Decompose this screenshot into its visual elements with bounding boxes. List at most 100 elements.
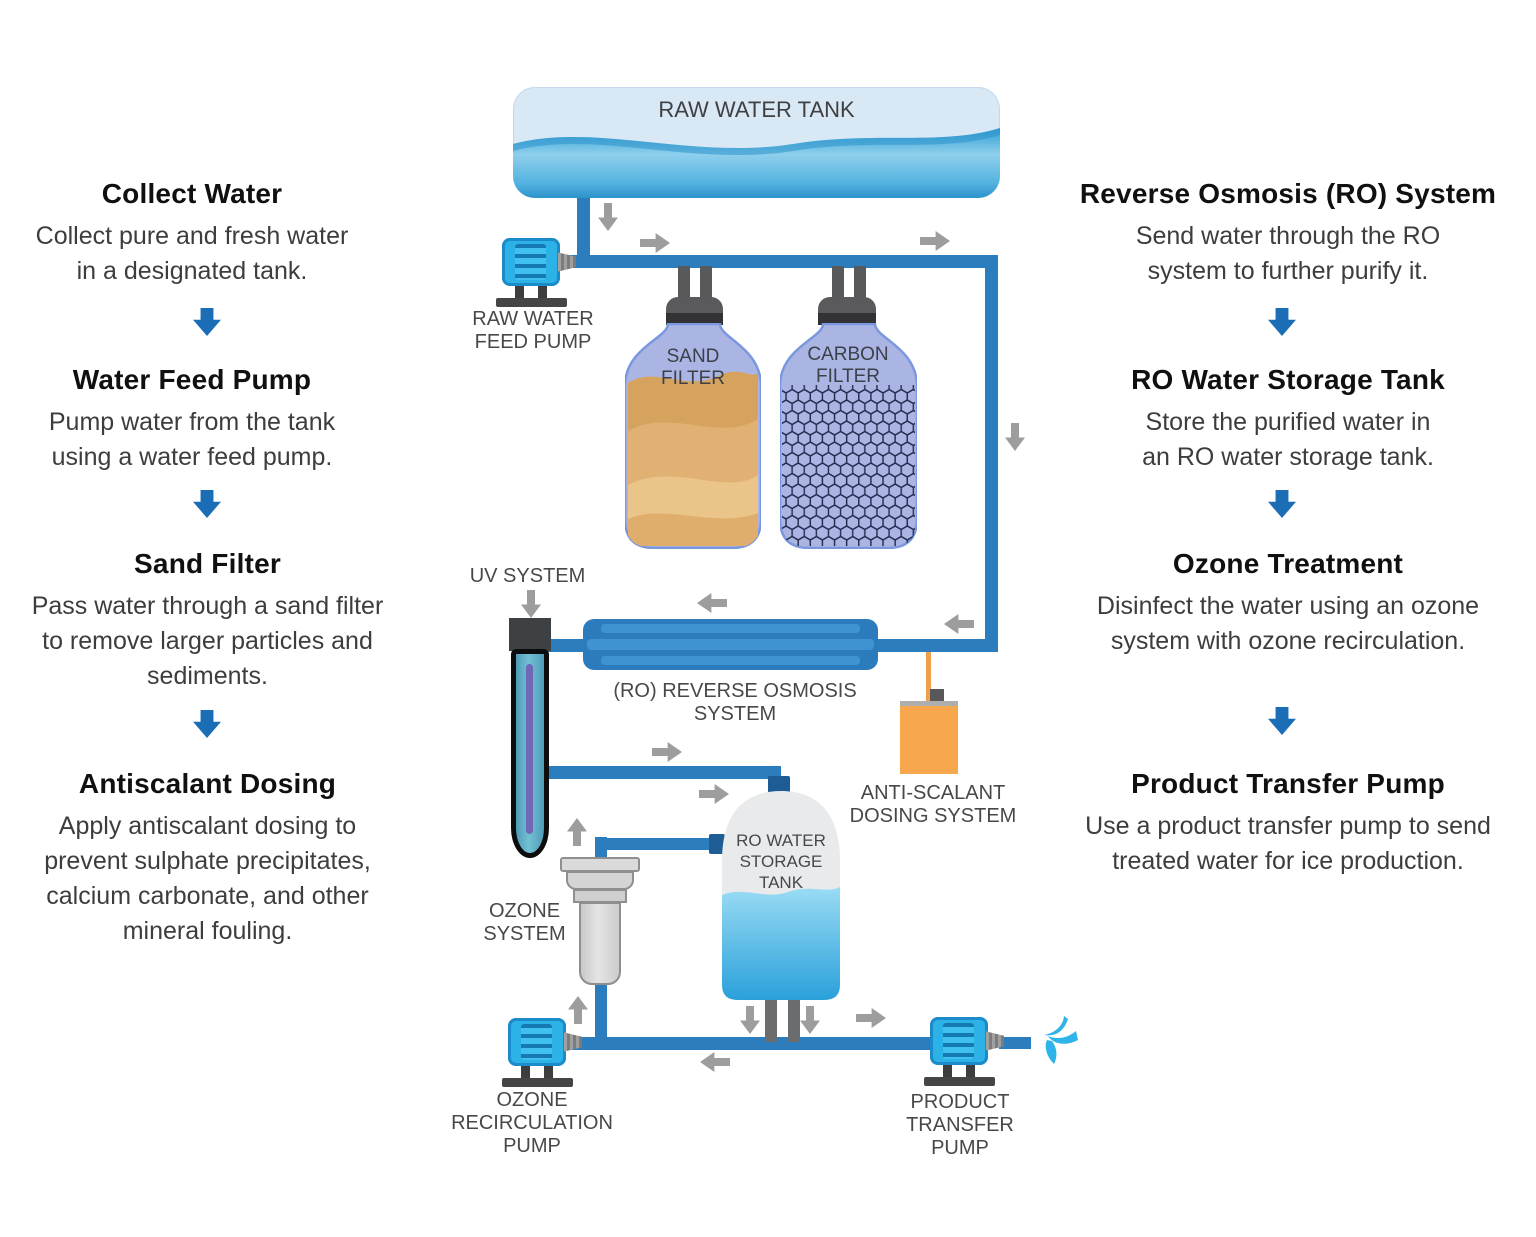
down-arrow-icon <box>193 308 221 336</box>
pipe-right-riser <box>985 255 998 652</box>
down-arrow-icon <box>1268 490 1296 518</box>
sand-filter-cap <box>666 297 723 325</box>
step-body: Pass water through a sand filter to remo… <box>31 592 384 690</box>
down-arrow-icon <box>1268 707 1296 735</box>
flow-arrow-right-icon <box>652 742 682 762</box>
step-water-feed-pump: Water Feed Pump Pump water from the tank… <box>0 364 384 475</box>
dosing-cap <box>930 689 944 701</box>
pump-slats <box>515 244 546 280</box>
pipe-ozone-bottom-stub <box>595 983 607 1041</box>
pump-slats <box>943 1023 974 1059</box>
pipe-top-header <box>566 255 998 268</box>
step-body: Store the purified water in an RO water … <box>1142 408 1434 471</box>
flow-arrow-down-icon <box>800 1006 820 1034</box>
step-ro-system: Reverse Osmosis (RO) System Send water t… <box>1049 178 1527 289</box>
uv-lamp-element <box>526 664 533 834</box>
anti-scalant-label: ANTI-SCALANT DOSING SYSTEM <box>849 782 1017 827</box>
filter-neck-pipe <box>854 266 866 302</box>
pump-base <box>924 1077 995 1086</box>
pump-base <box>496 298 567 307</box>
pipe-ro-inlet <box>876 639 998 652</box>
step-title: Collect Water <box>101 178 283 209</box>
flow-arrow-right-icon <box>920 231 950 251</box>
ozone-housing-bowl <box>566 871 634 890</box>
step-title: Antiscalant Dosing <box>78 768 337 799</box>
raw-water-tank <box>513 87 1000 198</box>
filter-neck-pipe <box>678 266 690 302</box>
ozone-system-label: OZONE SYSTEM <box>483 900 566 945</box>
pipe-ro-to-uv <box>543 639 585 652</box>
step-body: Apply antiscalant dosing to prevent sulp… <box>44 812 371 945</box>
anti-scalant-dosing-unit <box>900 701 958 774</box>
step-ozone-treatment: Ozone Treatment Disinfect the water usin… <box>1049 548 1527 659</box>
tank-leg <box>788 997 800 1042</box>
dosing-line <box>926 652 931 702</box>
step-title: Sand Filter <box>134 548 281 579</box>
step-title: Ozone Treatment <box>1172 548 1404 579</box>
pipe-uv-to-tank <box>545 766 781 779</box>
step-title: Product Transfer Pump <box>1131 768 1445 799</box>
pipe-product-outlet <box>999 1037 1031 1049</box>
carbon-filter-cap <box>818 297 876 325</box>
tank-leg <box>765 997 777 1042</box>
tank-water <box>513 128 1000 198</box>
pump-nozzle <box>558 252 576 272</box>
raw-water-tank-label: RAW WATER TANK <box>658 97 855 122</box>
filter-neck-pipe <box>832 266 844 302</box>
flow-arrow-left-icon <box>944 614 974 634</box>
step-collect-water: Collect Water Collect pure and fresh wat… <box>0 178 384 289</box>
pump-nozzle <box>564 1032 582 1052</box>
product-transfer-pump-label: PRODUCT TRANSFER PUMP <box>906 1091 1014 1159</box>
flow-arrow-down-icon <box>740 1006 760 1034</box>
flow-arrow-down-icon <box>598 203 618 231</box>
pipe-connector <box>709 834 725 854</box>
ozone-recirculation-pump <box>502 1018 588 1087</box>
sand-filter-vessel <box>625 323 761 549</box>
carbon-filter-label: CARBON FILTER <box>807 344 889 387</box>
pipe-tank-outlet <box>577 196 590 262</box>
ozone-housing-plate <box>560 857 640 872</box>
uv-lamp-tube <box>511 649 549 858</box>
flow-arrow-down-icon <box>1005 423 1025 451</box>
pipe-connector <box>768 776 790 794</box>
step-antiscalant-dosing: Antiscalant Dosing Apply antiscalant dos… <box>0 768 415 949</box>
raw-water-feed-pump-label: RAW WATER FEED PUMP <box>472 308 594 353</box>
ozone-housing-body <box>579 902 621 985</box>
uv-system-label: UV SYSTEM <box>469 565 586 587</box>
flow-arrow-down-icon <box>521 590 541 618</box>
water-splash-icon <box>1044 1016 1078 1064</box>
reverse-osmosis-unit <box>583 619 878 670</box>
step-title: Water Feed Pump <box>72 364 312 395</box>
flow-arrow-up-icon <box>567 818 587 846</box>
pump-body <box>930 1017 988 1065</box>
step-sand-filter: Sand Filter Pass water through a sand fi… <box>0 548 415 694</box>
step-product-transfer: Product Transfer Pump Use a product tran… <box>1049 768 1527 879</box>
flow-arrow-left-icon <box>700 1052 730 1072</box>
ro-system-label: (RO) REVERSE OSMOSIS SYSTEM <box>613 680 857 725</box>
pump-nozzle <box>986 1031 1004 1051</box>
step-body: Pump water from the tank using a water f… <box>48 408 336 471</box>
uv-lamp-cap <box>509 618 551 651</box>
down-arrow-icon <box>1268 308 1296 336</box>
step-body: Collect pure and fresh water in a design… <box>35 222 349 285</box>
product-transfer-pump <box>924 1017 1010 1086</box>
pump-slats <box>521 1024 552 1060</box>
pipe-bottom-header <box>571 1037 937 1050</box>
step-ro-storage: RO Water Storage Tank Store the purified… <box>1049 364 1527 475</box>
flow-arrow-left-icon <box>697 593 727 613</box>
ozone-recirculation-pump-label: OZONE RECIRCULATION PUMP <box>451 1089 613 1157</box>
pipe-ozone-to-tank <box>598 838 712 850</box>
raw-water-feed-pump <box>496 238 582 307</box>
pump-body <box>508 1018 566 1066</box>
sand-filter-label: SAND FILTER <box>660 346 726 389</box>
ro-water-storage-tank <box>722 791 840 1000</box>
step-title: Reverse Osmosis (RO) System <box>1079 178 1497 209</box>
step-body: Disinfect the water using an ozone syste… <box>1096 592 1480 655</box>
flow-arrow-right-icon <box>640 233 670 253</box>
filter-neck-pipe <box>700 266 712 302</box>
flow-arrow-right-icon <box>856 1008 886 1028</box>
down-arrow-icon <box>193 490 221 518</box>
step-body: Send water through the RO system to furt… <box>1135 222 1441 285</box>
ro-storage-tank-label: RO WATER STORAGE TANK <box>736 831 826 892</box>
